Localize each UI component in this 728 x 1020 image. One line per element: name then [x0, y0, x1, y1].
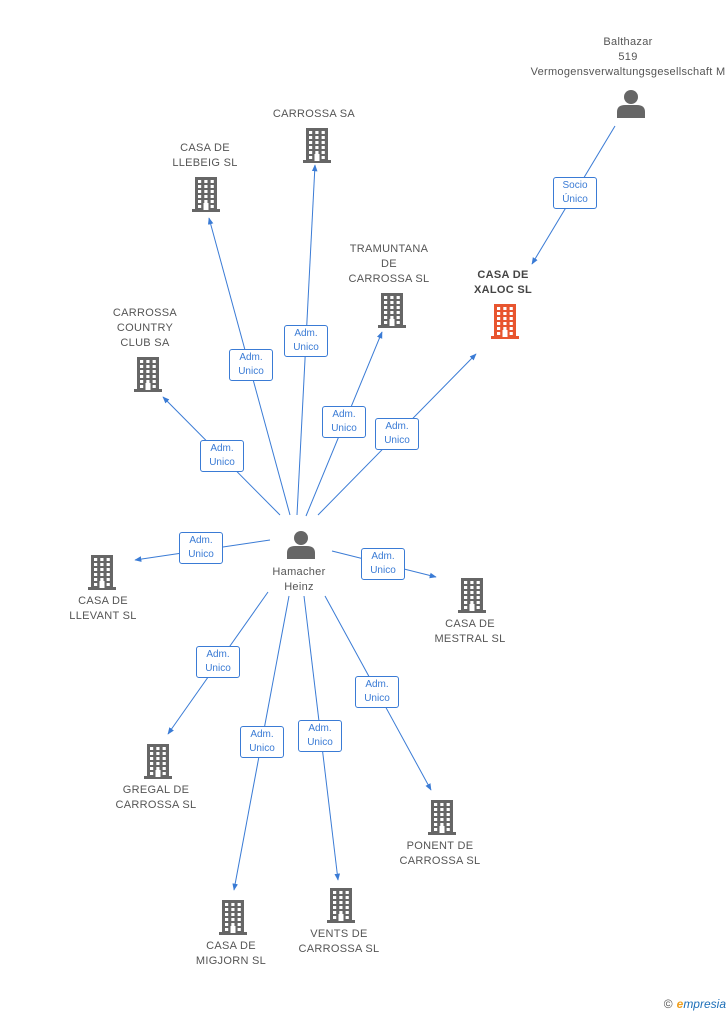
- edge-label-line: Unico: [370, 565, 396, 576]
- node-label-line: MIGJORN SL: [195, 955, 267, 967]
- edge-label-line: Único: [562, 194, 588, 205]
- edge-label-hamacher-to-migjorn[interactable]: Adm. Unico: [240, 726, 284, 758]
- node-label-line: CASA DE: [180, 142, 230, 154]
- company-building-icon-migjorn[interactable]: [219, 900, 247, 935]
- company-building-icon-country[interactable]: [134, 357, 162, 392]
- node-label-tramuntana[interactable]: TRAMUNTANA DE CARROSSA SL: [239, 242, 539, 287]
- company-building-icon-llevant[interactable]: [88, 555, 116, 590]
- edge-label-hamacher-to-ponent[interactable]: Adm. Unico: [355, 676, 399, 708]
- node-label-line: CLUB SA: [120, 337, 170, 349]
- node-label-line: Vermogensverwaltungsgesellschaft M: [530, 66, 726, 78]
- node-label-line: CARROSSA SL: [348, 273, 430, 285]
- node-label-xaloc[interactable]: CASA DE XALOC SL: [353, 268, 653, 298]
- node-label-line: Heinz: [284, 581, 314, 593]
- edge-label-line: Adm.: [206, 649, 230, 660]
- company-building-icon-xaloc[interactable]: [491, 304, 519, 339]
- node-label-line: COUNTRY: [116, 322, 174, 334]
- edge-label-line: Unico: [307, 737, 333, 748]
- edge-label-line: Adm.: [365, 679, 389, 690]
- node-label-line: TRAMUNTANA: [349, 243, 429, 255]
- node-label-line: CASA DE: [78, 595, 128, 607]
- edge-label-hamacher-to-tramuntana[interactable]: Adm. Unico: [322, 406, 366, 438]
- edge-label-line: Socio: [562, 180, 588, 191]
- edge-label-line: Adm.: [332, 409, 356, 420]
- node-label-llebeig[interactable]: CASA DE LLEBEIG SL: [55, 141, 355, 171]
- node-label-line: CARROSSA: [112, 307, 178, 319]
- company-building-icon-gregal[interactable]: [144, 744, 172, 779]
- company-building-icon-tramuntana[interactable]: [378, 293, 406, 328]
- node-label-line: LLEBEIG SL: [172, 157, 238, 169]
- node-label-line: PONENT DE: [406, 840, 474, 852]
- person-icon-hamacher[interactable]: [287, 531, 315, 559]
- edge-label-line: Unico: [209, 457, 235, 468]
- node-label-line: CASA DE: [477, 269, 529, 281]
- company-building-icon-carrossa_sa[interactable]: [303, 128, 331, 163]
- node-label-line: CASA DE: [445, 618, 495, 630]
- edge-label-line: Unico: [205, 663, 231, 674]
- edge-label-line: Unico: [293, 342, 319, 353]
- edge-label-line: Adm.: [385, 421, 409, 432]
- node-label-line: GREGAL DE: [122, 784, 190, 796]
- edge-label-line: Adm.: [308, 723, 332, 734]
- node-label-country[interactable]: CARROSSA COUNTRY CLUB SA: [0, 306, 295, 351]
- node-label-gregal[interactable]: GREGAL DE CARROSSA SL: [6, 783, 306, 813]
- brand-initial: e: [676, 997, 684, 1011]
- node-label-line: CARROSSA SL: [298, 943, 380, 955]
- company-building-icon-ponent[interactable]: [428, 800, 456, 835]
- watermark: ©empresia: [664, 997, 726, 1011]
- edge-label-line: Adm.: [239, 352, 263, 363]
- node-label-line: LLEVANT SL: [69, 610, 137, 622]
- node-label-vents[interactable]: VENTS DE CARROSSA SL: [189, 927, 489, 957]
- node-label-line: XALOC SL: [473, 284, 532, 296]
- company-building-icon-llebeig[interactable]: [192, 177, 220, 212]
- edge-label-line: Unico: [364, 693, 390, 704]
- edge-label-line: Unico: [238, 366, 264, 377]
- edge-label-line: Adm.: [210, 443, 234, 454]
- node-label-line: Balthazar: [603, 36, 653, 48]
- person-icon-balthazar[interactable]: [617, 90, 645, 118]
- node-label-line: 519: [618, 51, 638, 63]
- edge-label-hamacher-to-mestral[interactable]: Adm. Unico: [361, 548, 405, 580]
- copyright-symbol: ©: [663, 997, 673, 1011]
- edge-label-hamacher-to-llevant[interactable]: Adm. Unico: [179, 532, 223, 564]
- edge-label-hamacher-to-gregal[interactable]: Adm. Unico: [196, 646, 240, 678]
- edge-label-hamacher-to-carrossa_sa[interactable]: Adm. Unico: [284, 325, 328, 357]
- edge-label-hamacher-to-vents[interactable]: Adm. Unico: [298, 720, 342, 752]
- node-label-line: DE: [381, 258, 397, 270]
- node-label-line: CARROSSA SL: [399, 855, 481, 867]
- node-label-carrossa_sa[interactable]: CARROSSA SA: [164, 107, 464, 122]
- node-label-mestral[interactable]: CASA DE MESTRAL SL: [320, 617, 620, 647]
- company-building-icon-mestral[interactable]: [458, 578, 486, 613]
- brand-name: mpresia: [683, 997, 726, 1011]
- edge-label-line: Unico: [249, 743, 275, 754]
- edge-label-line: Unico: [384, 435, 410, 446]
- node-label-line: CARROSSA SA: [272, 108, 356, 120]
- node-label-line: CARROSSA SL: [115, 799, 197, 811]
- company-building-icon-vents[interactable]: [327, 888, 355, 923]
- node-label-line: VENTS DE: [310, 928, 368, 940]
- edge-label-hamacher-to-llebeig[interactable]: Adm. Unico: [229, 349, 273, 381]
- edge-label-line: Unico: [188, 549, 214, 560]
- edge-label-hamacher-to-country[interactable]: Adm. Unico: [200, 440, 244, 472]
- edge-label-line: Adm.: [189, 535, 213, 546]
- edge-label-line: Unico: [331, 423, 357, 434]
- node-label-llevant[interactable]: CASA DE LLEVANT SL: [0, 594, 253, 624]
- node-label-line: Hamacher: [272, 566, 326, 578]
- edge-label-line: Adm.: [250, 729, 274, 740]
- edge-label-hamacher-to-xaloc[interactable]: Adm. Unico: [375, 418, 419, 450]
- node-label-ponent[interactable]: PONENT DE CARROSSA SL: [290, 839, 590, 869]
- node-label-line: CASA DE: [206, 940, 256, 952]
- edge-label-line: Adm.: [294, 328, 318, 339]
- node-label-line: MESTRAL SL: [434, 633, 506, 645]
- node-label-migjorn[interactable]: CASA DE MIGJORN SL: [81, 939, 381, 969]
- edge-label-line: Adm.: [371, 551, 395, 562]
